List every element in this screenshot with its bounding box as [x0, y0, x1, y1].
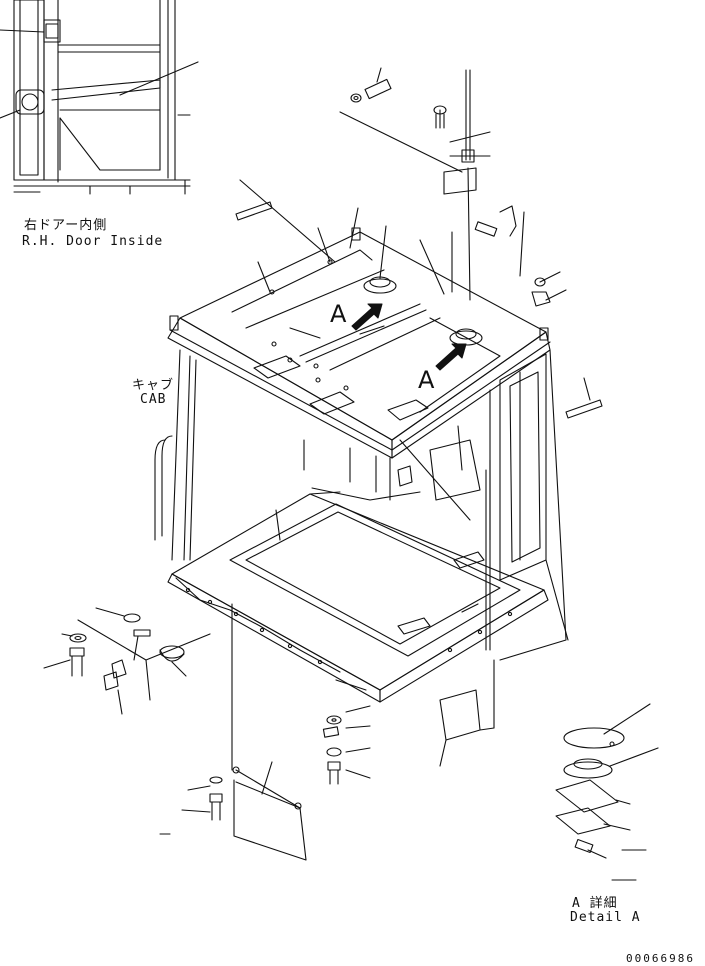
detail-a-label-jp: A 詳細: [572, 896, 618, 911]
cab-label-jp: キャブ: [132, 378, 175, 393]
cab-floor: [168, 460, 548, 770]
cab-label-en: CAB: [140, 392, 167, 407]
part-number: 00066986: [626, 952, 695, 965]
door-inside-inset: [0, 0, 198, 194]
roof-hardware: [340, 68, 566, 306]
detail-a-parts: [556, 704, 658, 880]
detail-a-label-en: Detail A: [570, 910, 641, 925]
decals: [236, 202, 602, 418]
storage-tray: [160, 762, 306, 860]
door-inside-label-jp: 右ドアー内側: [24, 218, 108, 233]
cab-frame: [155, 350, 568, 660]
left-hardware: [44, 608, 210, 714]
center-hardware: [323, 660, 494, 784]
cab-roof: [168, 180, 550, 458]
view-marker-a-upper: A: [330, 300, 347, 328]
view-marker-a-lower: A: [418, 366, 435, 394]
door-inside-label-en: R.H. Door Inside: [22, 234, 164, 249]
